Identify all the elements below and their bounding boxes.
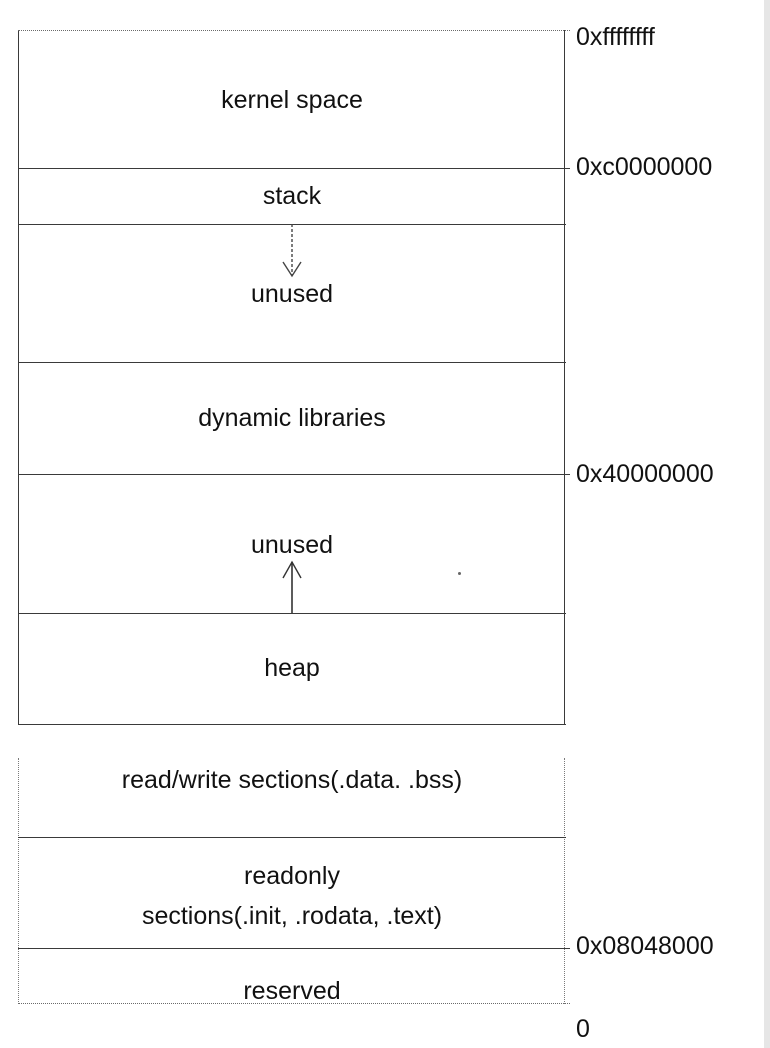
region-unused-lower: unused xyxy=(250,531,334,559)
frame-left-border-lower xyxy=(18,758,19,1004)
boundary-kernel-stack xyxy=(18,168,570,169)
frame-right-border xyxy=(564,30,565,725)
address-zero: 0 xyxy=(576,1015,590,1043)
boundary-rw-readonly xyxy=(18,837,566,838)
frame-right-border-lower xyxy=(564,758,565,1004)
region-stack: stack xyxy=(262,182,322,210)
boundary-unused-libraries xyxy=(18,362,566,363)
address-top: 0xffffffff xyxy=(576,23,655,51)
boundary-libraries-unused xyxy=(18,474,570,475)
boundary-heap-bottom xyxy=(18,724,566,725)
address-kernel-boundary: 0xc0000000 xyxy=(576,153,713,181)
boundary-readonly-reserved xyxy=(18,948,570,949)
page-edge-shadow xyxy=(764,0,770,1048)
heap-growth-arrow-up xyxy=(282,560,302,613)
boundary-bottom xyxy=(18,1003,570,1004)
boundary-unused-heap xyxy=(18,613,566,614)
stack-growth-arrow-down xyxy=(282,224,302,278)
boundary-top xyxy=(18,30,570,31)
frame-left-border xyxy=(18,30,19,725)
address-libraries-boundary: 0x40000000 xyxy=(576,460,714,488)
region-dynamic-libraries: dynamic libraries xyxy=(198,404,386,432)
region-read-write-sections: read/write sections(.data. .bss) xyxy=(121,766,463,794)
region-heap: heap xyxy=(264,654,320,682)
region-unused-upper: unused xyxy=(250,280,334,308)
region-kernel-space: kernel space xyxy=(221,86,363,114)
region-reserved: reserved xyxy=(243,977,341,1005)
scan-speck xyxy=(458,572,461,575)
address-text-start: 0x08048000 xyxy=(576,932,714,960)
region-readonly-sections: readonly sections(.init, .rodata, .text) xyxy=(141,862,443,930)
